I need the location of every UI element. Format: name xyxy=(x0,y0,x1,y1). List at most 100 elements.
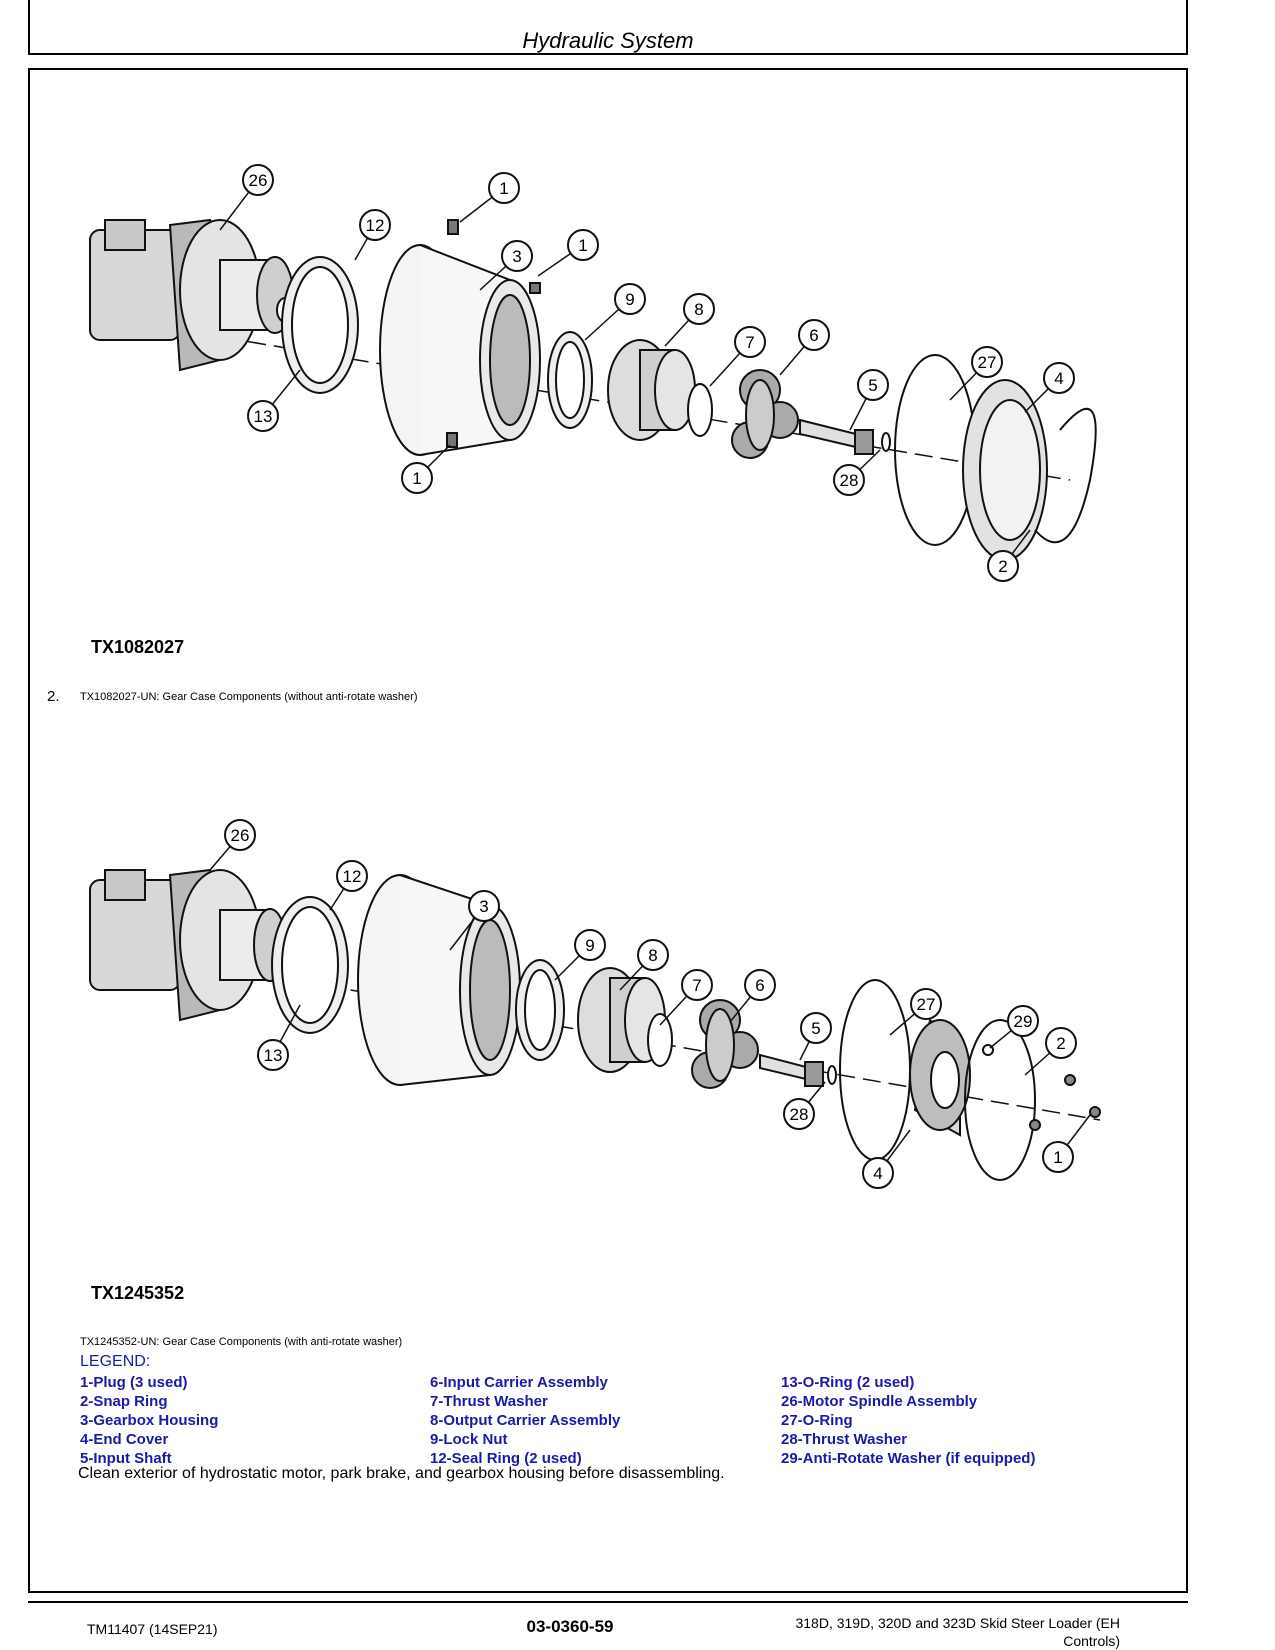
callout-label: 5 xyxy=(811,1019,820,1038)
legend-item: 28-Thrust Washer xyxy=(781,1431,908,1448)
footer-rule xyxy=(28,1601,1188,1603)
figure-1-id: TX1082027 xyxy=(91,637,185,657)
legend-column-2: 6-Input Carrier Assembly 7-Thrust Washer… xyxy=(430,1373,620,1468)
motor-spindle-assembly-drawing xyxy=(89,218,294,372)
legend-item: 3-Gearbox Housing xyxy=(80,1412,219,1429)
callout-label: 7 xyxy=(692,976,701,995)
callout-label: 1 xyxy=(578,236,587,255)
figure-2-id: TX1245352 xyxy=(91,1283,185,1303)
legend-item: 12-Seal Ring (2 used) xyxy=(430,1450,582,1467)
footer-machine-title: 318D, 319D, 320D and 323D Skid Steer Loa… xyxy=(720,1614,1120,1650)
callout-circle xyxy=(783,1098,815,1130)
callout-label: 2 xyxy=(998,557,1007,576)
callout-label: 1 xyxy=(499,179,508,198)
callout-circle xyxy=(1007,1005,1039,1037)
legend-title: LEGEND: xyxy=(80,1353,151,1370)
callout-circle xyxy=(567,229,599,261)
callout-circle xyxy=(574,929,606,961)
callout-label: 27 xyxy=(917,995,936,1014)
callout-label: 9 xyxy=(585,936,594,955)
callout-label: 1 xyxy=(412,469,421,488)
callout-label: 13 xyxy=(254,407,273,426)
callout-circle xyxy=(224,819,256,851)
callout-label: 3 xyxy=(512,247,521,266)
callout-circle xyxy=(1042,1141,1074,1173)
callout-label: 5 xyxy=(868,376,877,395)
footer-manual-id: TM11407 (14SEP21) xyxy=(87,1621,218,1637)
footer-machine-title-line-1: 318D, 319D, 320D and 323D Skid Steer Loa… xyxy=(795,1615,1120,1631)
exploded-view-figure-2: 26 12 3 9 8 7 6 13 5 27 29 2 28 1 4 xyxy=(89,819,1101,1189)
callout-label: 26 xyxy=(249,171,268,190)
legend-item: 2-Snap Ring xyxy=(80,1393,168,1410)
callout-circle xyxy=(910,988,942,1020)
instruction-text: Clean exterior of hydrostatic motor, par… xyxy=(78,1465,725,1482)
legend-item: 27-O-Ring xyxy=(781,1412,853,1429)
legend-item: 7-Thrust Washer xyxy=(430,1393,548,1410)
legend-item: 9-Lock Nut xyxy=(430,1431,508,1448)
callout-label: 28 xyxy=(840,471,859,490)
callout-circle xyxy=(1045,1027,1077,1059)
content-box xyxy=(28,68,1188,1593)
callout-label: 8 xyxy=(648,946,657,965)
legend-item: 26-Motor Spindle Assembly xyxy=(781,1393,978,1410)
callout-label: 26 xyxy=(231,826,250,845)
motor-spindle-assembly-drawing xyxy=(89,868,287,1022)
callout-circle xyxy=(800,1012,832,1044)
callout-circle xyxy=(247,400,279,432)
callout-label: 28 xyxy=(790,1105,809,1124)
callout-circle xyxy=(468,890,500,922)
callout-label: 13 xyxy=(264,1046,283,1065)
page-header-title: Hydraulic System xyxy=(522,28,694,53)
legend-item: 6-Input Carrier Assembly xyxy=(430,1374,608,1391)
callout-label: 8 xyxy=(694,300,703,319)
callout-circle xyxy=(336,860,368,892)
legend-item: 1-Plug (3 used) xyxy=(80,1374,188,1391)
callout-circle xyxy=(971,346,1003,378)
callout-label: 4 xyxy=(873,1164,882,1183)
legend-column-1: 1-Plug (3 used) 2-Snap Ring 3-Gearbox Ho… xyxy=(80,1373,218,1468)
legend-column-3: 13-O-Ring (2 used) 26-Motor Spindle Asse… xyxy=(781,1373,1035,1468)
legend-item: 29-Anti-Rotate Washer (if equipped) xyxy=(781,1450,1036,1467)
header-box: Hydraulic System xyxy=(28,0,1188,55)
callout-circle xyxy=(833,464,865,496)
callout-circle xyxy=(683,293,715,325)
callout-circle xyxy=(744,969,776,1001)
callout-circle xyxy=(257,1039,289,1071)
callout-circle xyxy=(987,550,1019,582)
callout-label: 12 xyxy=(366,216,385,235)
callout-circle xyxy=(798,319,830,351)
gearbox-housing-drawing xyxy=(379,219,541,456)
callout-label: 4 xyxy=(1054,369,1063,388)
callout-label: 3 xyxy=(479,897,488,916)
step-number: 2. xyxy=(47,688,60,705)
callout-label: 29 xyxy=(1014,1012,1033,1031)
legend-item: 5-Input Shaft xyxy=(80,1450,172,1467)
callout-label: 12 xyxy=(343,867,362,886)
callout-circle xyxy=(242,164,274,196)
callout-circle xyxy=(1043,362,1075,394)
figure-1-caption: TX1082027-UN: Gear Case Components (with… xyxy=(80,691,418,703)
footer-machine-title-line-2: Controls) xyxy=(1063,1633,1120,1649)
callout-label: 6 xyxy=(809,326,818,345)
callout-circle xyxy=(637,939,669,971)
legend-item: 13-O-Ring (2 used) xyxy=(781,1374,915,1391)
legend-item: 8-Output Carrier Assembly xyxy=(430,1412,621,1429)
callout-label: 27 xyxy=(978,353,997,372)
callout-circle xyxy=(614,283,646,315)
callout-label: 7 xyxy=(745,333,754,352)
callout-circle xyxy=(681,969,713,1001)
callout-label: 1 xyxy=(1053,1148,1062,1167)
figure-2-caption: TX1245352-UN: Gear Case Components (with… xyxy=(80,1336,403,1348)
callout-circle xyxy=(734,326,766,358)
legend-item: 4-End Cover xyxy=(80,1431,169,1448)
footer-page-number: 03-0360-59 xyxy=(526,1617,614,1636)
callout-label: 9 xyxy=(625,290,634,309)
callout-circle xyxy=(359,209,391,241)
callout-circle xyxy=(488,172,520,204)
callout-label: 6 xyxy=(755,976,764,995)
callout-circle xyxy=(857,369,889,401)
callout-circle xyxy=(501,240,533,272)
callout-circle xyxy=(862,1157,894,1189)
callout-label: 2 xyxy=(1056,1034,1065,1053)
